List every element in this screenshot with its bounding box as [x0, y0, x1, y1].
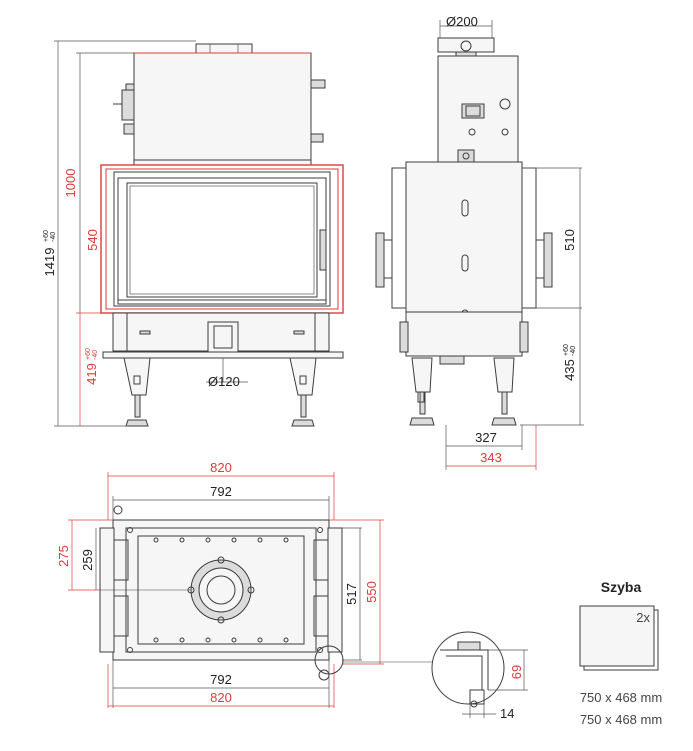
side-leg-left: [411, 357, 433, 393]
glass-panel-front: [579, 605, 655, 667]
dim-1419-tol-up: +60: [43, 230, 50, 242]
front-outer-frame: [100, 164, 344, 314]
side-flue: [437, 37, 495, 53]
front-top-hood: [133, 52, 312, 166]
front-view: Ø120 1419 +60 -40 1000 540 419 +60 -40: [42, 40, 344, 427]
dim-1419-tol-dn: -40: [50, 232, 57, 242]
dim-792-bottom: 792: [210, 672, 232, 687]
dim-419-tol-up: +60: [85, 348, 92, 360]
front-glass: [126, 182, 318, 298]
side-view: Ø200: [375, 14, 584, 470]
szyba-title: Szyba: [601, 579, 642, 595]
dim-1000: 1000: [63, 169, 78, 198]
dim-259: 259: [80, 549, 95, 571]
dim-820-top: 820: [210, 460, 232, 475]
door-handle: [319, 229, 327, 271]
dim-550: 550: [364, 581, 379, 603]
dim-792-top: 792: [210, 484, 232, 499]
glass-panel-info: Szyba 2x 750 x 468 mm 750 x 468 mm: [579, 579, 662, 727]
dim-510: 510: [562, 229, 577, 251]
side-handle-right: [543, 232, 553, 288]
dim-435: 435: [562, 359, 577, 381]
dim-1419: 1419: [42, 248, 57, 277]
front-flue-outlet: [195, 43, 253, 54]
szyba-size-2: 750 x 468 mm: [580, 712, 662, 727]
dim-343: 343: [480, 450, 502, 465]
dim-435-tol-dn: -40: [570, 346, 577, 356]
dim-d120: Ø120: [208, 374, 240, 389]
dim-540: 540: [85, 229, 100, 251]
detail-callout-small: [314, 645, 344, 675]
dim-327: 327: [475, 430, 497, 445]
dim-d200: Ø200: [446, 14, 478, 29]
top-view: 820 792: [56, 460, 528, 721]
side-leg-right: [493, 357, 515, 393]
side-handle-left: [375, 232, 385, 288]
dim-820-bottom: 820: [210, 690, 232, 705]
front-door-frame: [113, 171, 331, 307]
dim-69: 69: [509, 665, 524, 679]
side-main-body: [405, 161, 523, 313]
dim-517: 517: [344, 583, 359, 605]
szyba-size-1: 750 x 468 mm: [580, 690, 662, 705]
dim-14: 14: [500, 706, 514, 721]
detail-callout-large: [431, 631, 505, 705]
side-lower-box: [405, 311, 523, 357]
szyba-quantity: 2x: [636, 610, 650, 625]
dim-419-tol-dn: -40: [92, 350, 99, 360]
dim-275: 275: [56, 545, 71, 567]
dim-435-tol-up: +60: [563, 344, 570, 356]
dim-419: 419: [84, 363, 99, 385]
